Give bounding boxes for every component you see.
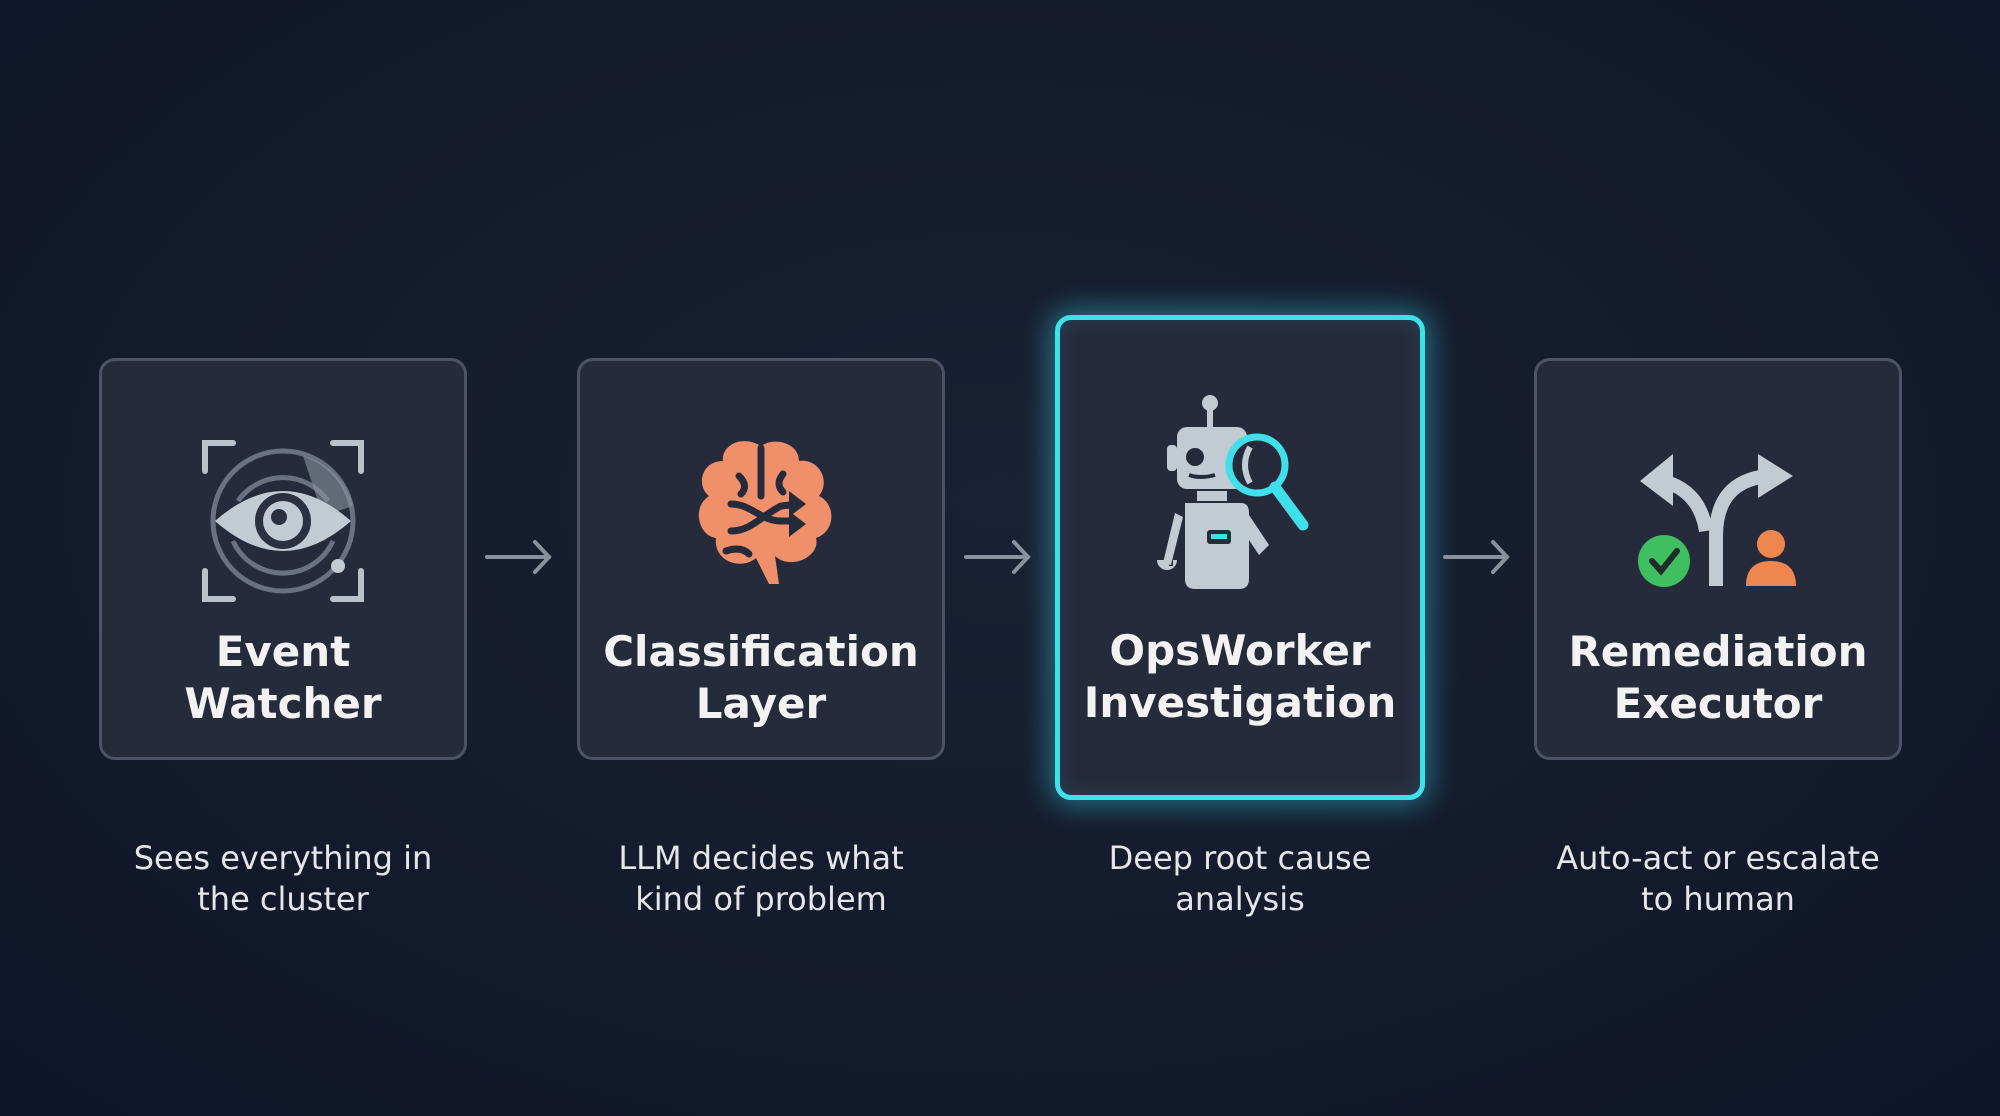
title-line: Executor bbox=[1613, 679, 1823, 728]
brain-icon bbox=[698, 441, 832, 584]
robot-magnifier-icon bbox=[1157, 395, 1309, 589]
description-line: Auto-act or escalate bbox=[1556, 839, 1880, 877]
description-line: the cluster bbox=[197, 880, 369, 918]
fork-arrows-icon bbox=[1638, 454, 1796, 587]
title-line: Remediation bbox=[1568, 627, 1868, 676]
description-line: Sees everything in bbox=[133, 839, 433, 877]
title-line: Investigation bbox=[1083, 678, 1397, 727]
description-line: to human bbox=[1641, 880, 1795, 918]
arrow-right-icon bbox=[964, 540, 1031, 574]
description-line: analysis bbox=[1175, 880, 1305, 918]
arrow-right-icon bbox=[1443, 540, 1510, 574]
description-line: kind of problem bbox=[635, 880, 887, 918]
title-line: Classification bbox=[603, 627, 919, 676]
title-line: Watcher bbox=[184, 679, 382, 728]
title-line: Layer bbox=[695, 679, 827, 728]
arrow-right-icon bbox=[485, 540, 552, 574]
eye-watch-icon bbox=[202, 440, 364, 602]
title-line: Event bbox=[215, 627, 351, 676]
description-line: LLM decides what bbox=[618, 839, 904, 877]
description-line: Deep root cause bbox=[1108, 839, 1372, 877]
title-line: OpsWorker bbox=[1109, 626, 1371, 675]
